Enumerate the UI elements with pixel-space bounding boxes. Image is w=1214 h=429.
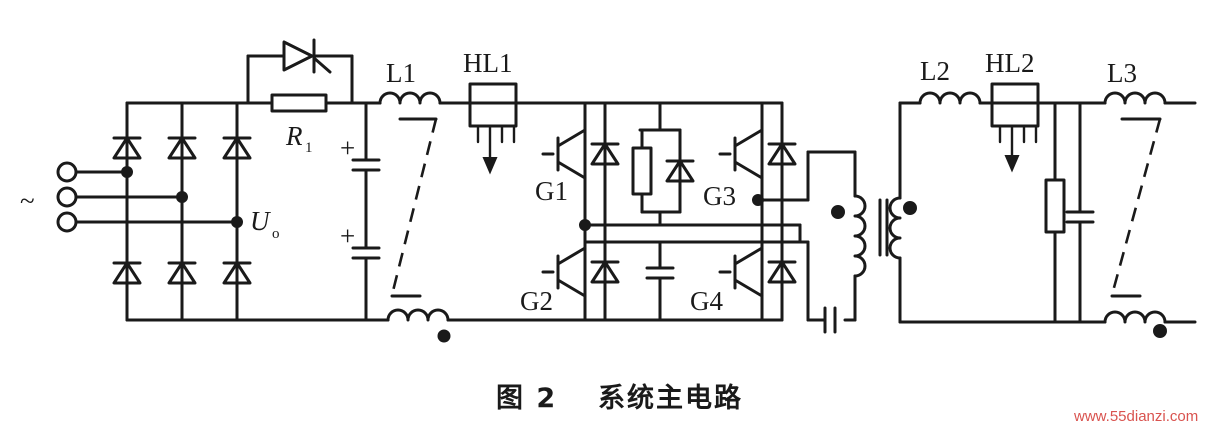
switch-g3-label: G3 (703, 181, 736, 211)
dc-link-capacitors (351, 101, 381, 322)
thyristor-bypass (246, 38, 354, 108)
output-filter (898, 101, 1107, 324)
figure-title: 系统主电路 (598, 382, 743, 414)
watermark: www.55dianzi.com (1073, 408, 1198, 425)
output-voltage-label: U (250, 206, 271, 236)
inverter-bridge (541, 101, 802, 322)
inductor-l1 (364, 91, 602, 343)
output-voltage-subscript: o (272, 226, 280, 242)
switch-g1-label: G1 (535, 176, 568, 206)
resistor-subscript: 1 (305, 140, 313, 156)
capacitor-plus-2: + (340, 221, 355, 251)
switch-g2-label: G2 (520, 286, 553, 316)
figure-number: 图 2 (496, 383, 557, 414)
inductor-l2-label: L2 (920, 56, 950, 86)
output-transformer (756, 101, 917, 334)
switch-g4-label: G4 (690, 286, 723, 316)
resistor-r1 (246, 93, 354, 113)
resistor-label: R (285, 121, 303, 151)
hall-sensor-hl2-label: HL2 (985, 48, 1035, 78)
inductor-l3-label: L3 (1107, 58, 1137, 88)
hall-sensor-hl2 (990, 82, 1040, 173)
inductor-l3 (1098, 91, 1197, 338)
capacitor-plus-1: + (340, 133, 355, 163)
ac-input-terminals (56, 161, 243, 233)
inductor-l1-label: L1 (386, 58, 416, 88)
hall-sensor-hl1-label: HL1 (463, 48, 513, 78)
ac-symbol: ~ (20, 186, 35, 216)
hall-sensor-hl1 (468, 82, 518, 175)
